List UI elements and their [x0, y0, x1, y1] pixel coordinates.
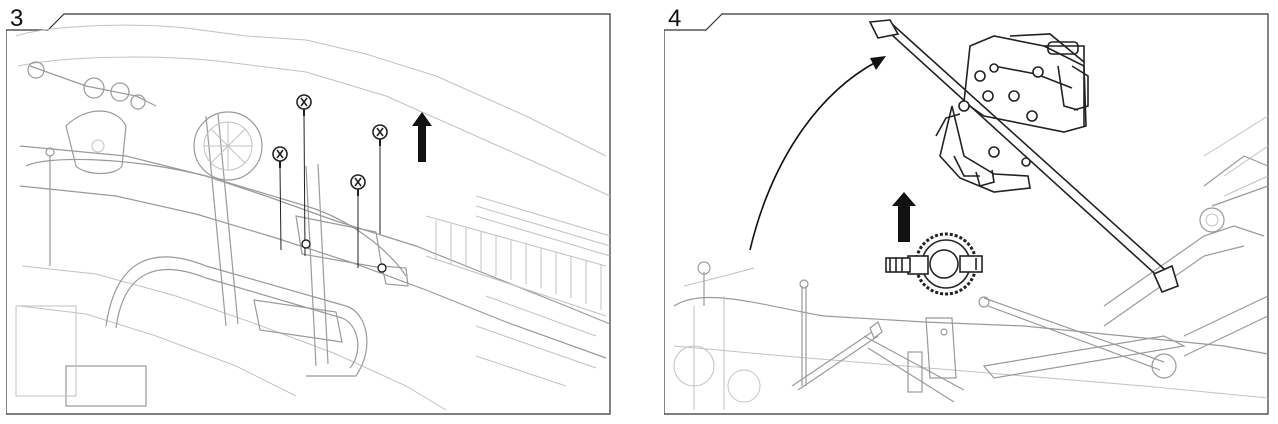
screw-1: [296, 94, 312, 257]
curved-arrow-icon: [749, 56, 886, 251]
screw-2: [272, 146, 288, 251]
step-4-frame: [664, 13, 1269, 415]
differential: [885, 232, 983, 296]
screws: [272, 94, 388, 273]
chassis-lineart: [15, 24, 611, 411]
step-number: 4: [668, 5, 682, 32]
up-arrow-icon: [412, 112, 432, 162]
screw-3: [372, 124, 388, 234]
up-arrow-icon: [892, 192, 916, 242]
step-number: 3: [10, 5, 24, 32]
step-3-illustration: [6, 13, 611, 415]
screw-4: [350, 174, 366, 268]
front-assembly: [935, 33, 1089, 193]
step-4-illustration: [664, 13, 1269, 415]
step-4-panel: 4: [664, 6, 1270, 416]
step-3-panel: 3: [6, 6, 612, 416]
rod: [868, 19, 1179, 294]
chassis-lineart: [673, 115, 1269, 410]
